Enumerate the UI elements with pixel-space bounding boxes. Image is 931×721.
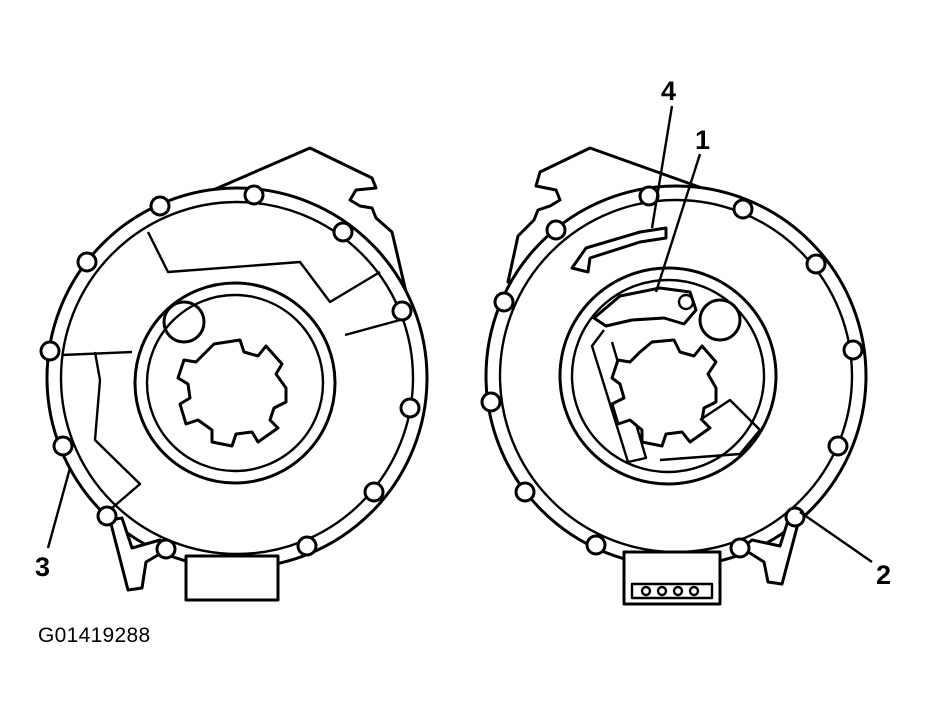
rear-lock-pin	[677, 293, 695, 311]
rear-indicator-window	[570, 226, 668, 274]
front-splined-bore	[176, 338, 288, 448]
callout-leaders	[46, 105, 873, 563]
rear-hub-ring-outer	[558, 266, 778, 486]
callout-4: 4	[661, 76, 676, 106]
front-mounting-bolts	[39, 184, 421, 560]
rear-connector-pins	[640, 585, 700, 597]
rear-view	[480, 146, 868, 606]
front-hub-ring-inner	[145, 293, 325, 473]
callout-2: 2	[876, 560, 891, 590]
front-face-panel-left	[61, 350, 142, 509]
front-bottom-connector	[184, 554, 280, 602]
front-outer-rim	[59, 200, 415, 556]
front-face-panel-top	[146, 231, 381, 304]
callout-3: 3	[35, 552, 50, 582]
front-hub-pin	[162, 300, 206, 344]
rear-hub-pin	[698, 298, 742, 342]
rear-hub-detail	[659, 398, 762, 462]
rear-hub-ring-inner	[570, 278, 766, 474]
rear-mounting-bolts	[480, 185, 864, 559]
rear-lock-lever	[592, 286, 698, 328]
callout-1: 1	[695, 125, 710, 155]
front-face-panel-right	[344, 318, 401, 337]
front-hub-ring-outer	[133, 281, 337, 485]
rear-splined-bore	[610, 338, 718, 448]
front-view	[39, 146, 429, 602]
rear-bottom-connector	[622, 550, 722, 606]
rear-connector-terminals	[630, 582, 714, 600]
figure-id-caption: G01419288	[38, 624, 151, 647]
